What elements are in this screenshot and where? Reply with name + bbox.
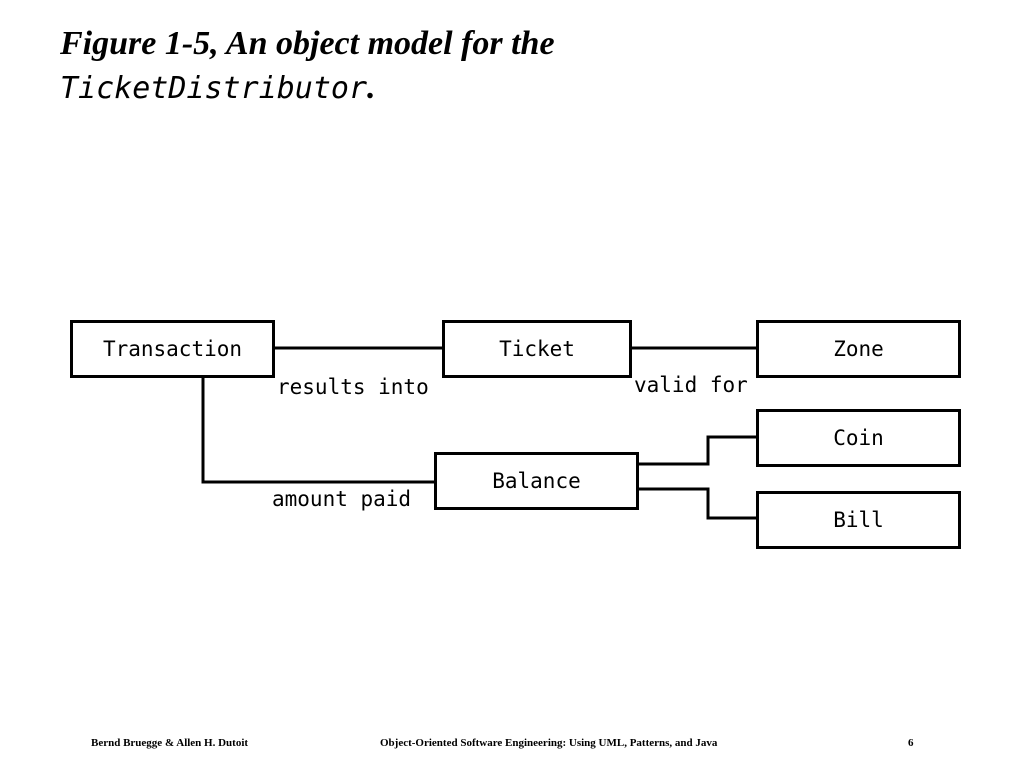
class-coin-label: Coin bbox=[833, 426, 884, 450]
class-balance: Balance bbox=[434, 452, 639, 510]
association-results-into: results into bbox=[277, 375, 429, 399]
class-ticket: Ticket bbox=[442, 320, 632, 378]
footer-authors: Bernd Bruegge & Allen H. Dutoit bbox=[91, 737, 249, 749]
class-bill-label: Bill bbox=[833, 508, 884, 532]
class-transaction: Transaction bbox=[70, 320, 275, 378]
association-valid-for: valid for bbox=[634, 373, 748, 397]
line-transaction-balance bbox=[201, 377, 435, 484]
footer-book-title: Object-Oriented Software Engineering: Us… bbox=[380, 737, 718, 749]
class-coin: Coin bbox=[756, 409, 961, 467]
title-class-name: TicketDistributor bbox=[60, 71, 368, 106]
title-period: . bbox=[367, 69, 376, 106]
slide-title: Figure 1-5, An object model for the Tick… bbox=[60, 22, 555, 111]
title-text: Figure 1-5, An object model for the bbox=[60, 25, 555, 62]
class-bill: Bill bbox=[756, 491, 961, 549]
class-ticket-label: Ticket bbox=[499, 337, 575, 361]
association-amount-paid: amount paid bbox=[272, 487, 412, 511]
class-zone-label: Zone bbox=[833, 337, 884, 361]
footer-page-number: 6 bbox=[908, 737, 914, 749]
class-zone: Zone bbox=[756, 320, 961, 378]
class-balance-label: Balance bbox=[492, 469, 581, 493]
line-balance-coin bbox=[638, 435, 757, 466]
class-transaction-label: Transaction bbox=[102, 337, 243, 361]
line-balance-bill bbox=[638, 487, 757, 520]
